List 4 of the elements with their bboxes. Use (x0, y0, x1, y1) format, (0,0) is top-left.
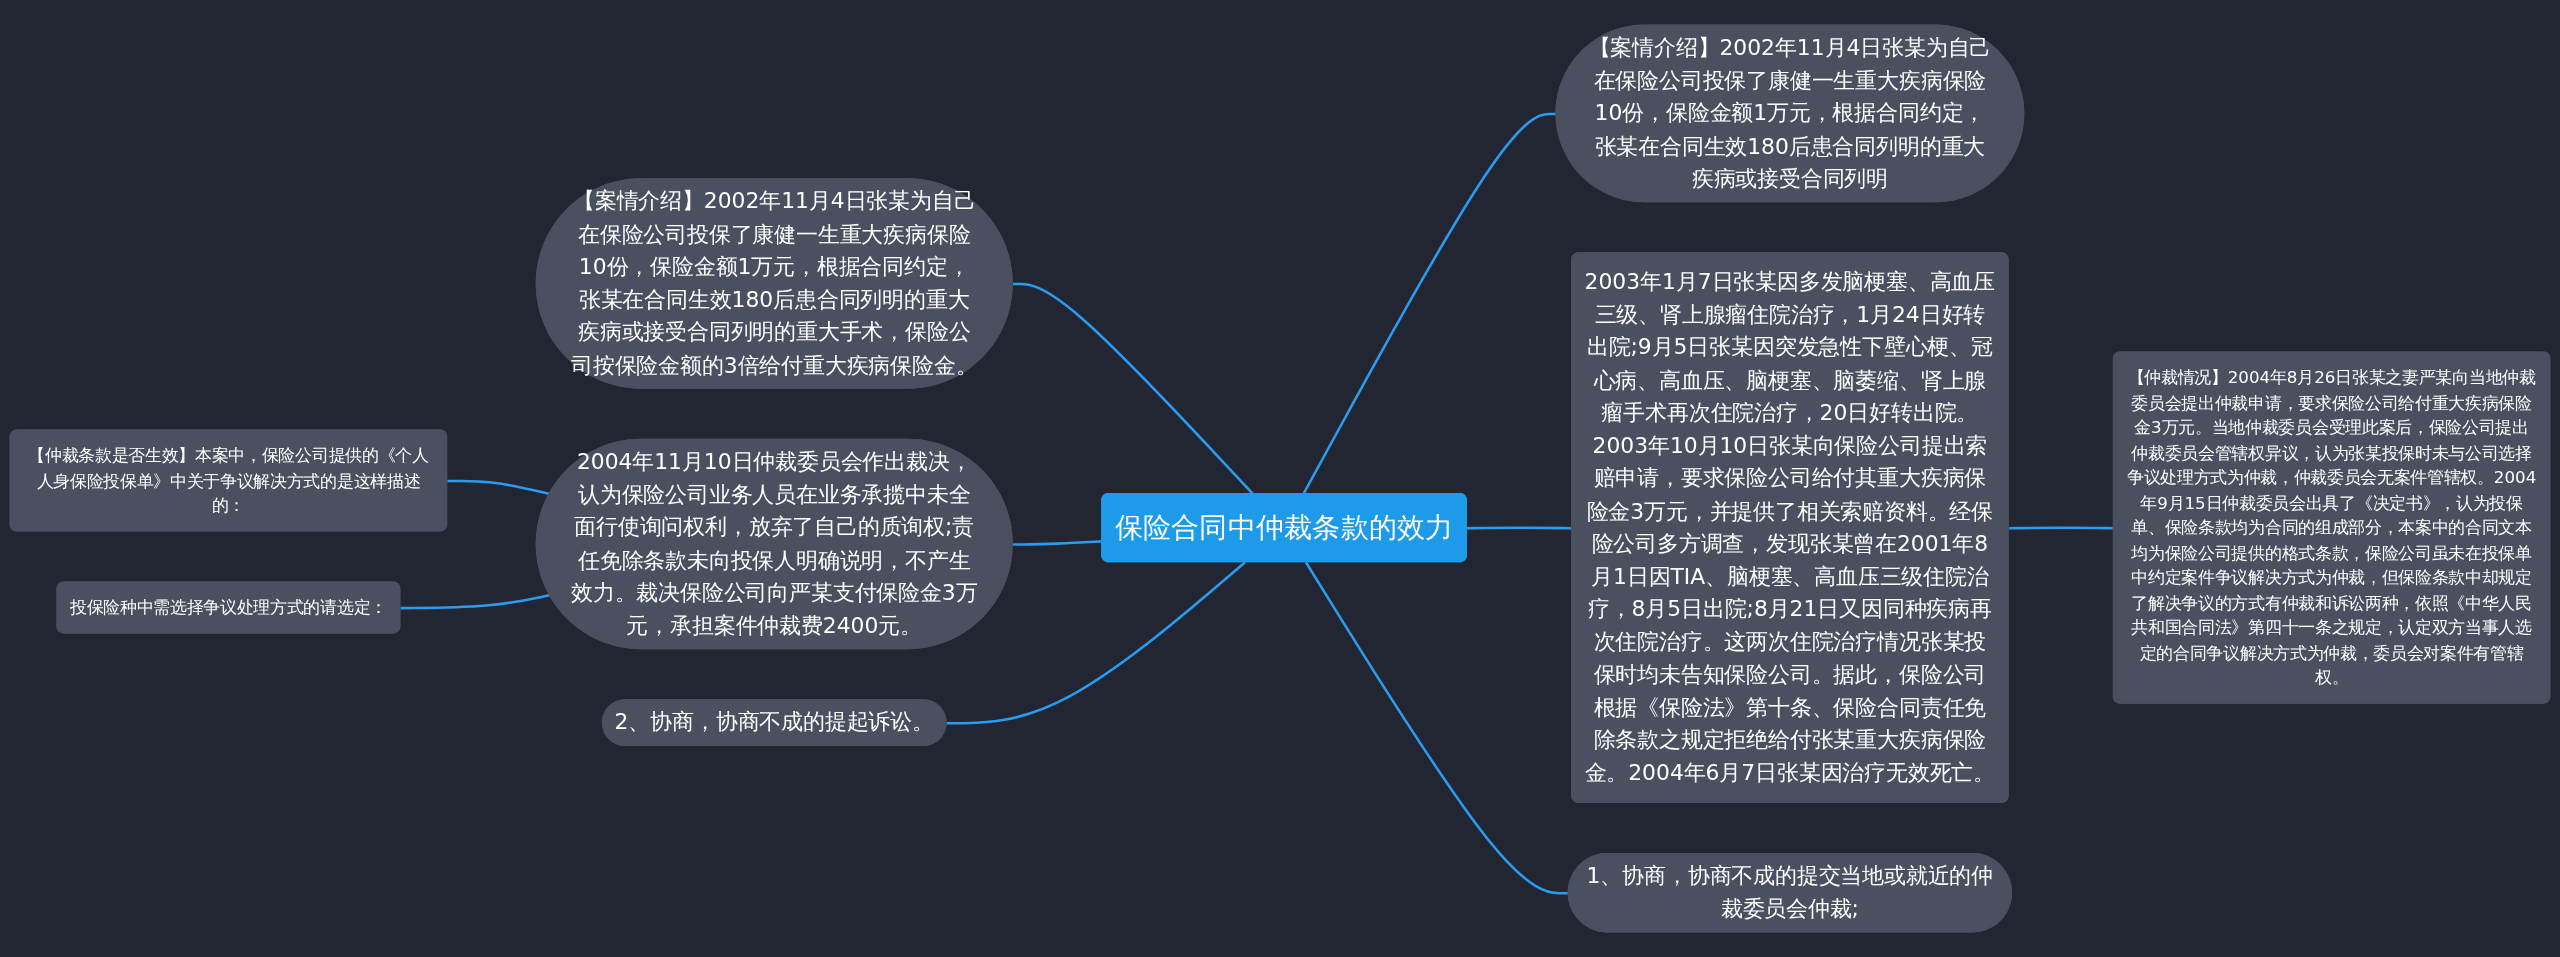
connector (400, 593, 551, 610)
connector (946, 561, 1246, 725)
connector (447, 479, 551, 496)
connector (1302, 112, 1557, 495)
